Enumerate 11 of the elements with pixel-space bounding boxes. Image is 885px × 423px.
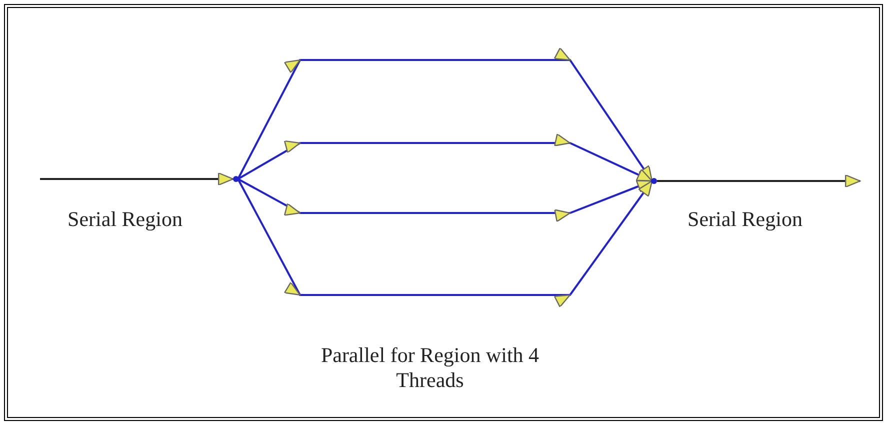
arrow [657, 174, 861, 188]
arrow [238, 134, 652, 182]
caption-text: Parallel for Region with 4 Threads [320, 343, 540, 393]
fork-point [233, 176, 239, 182]
region-label: Serial Region [686, 207, 804, 232]
arrow [40, 172, 234, 186]
arrow [238, 178, 652, 222]
arrow [237, 178, 653, 307]
region-label: Serial Region [66, 207, 184, 232]
join-point [651, 178, 657, 184]
arrow [237, 48, 653, 182]
